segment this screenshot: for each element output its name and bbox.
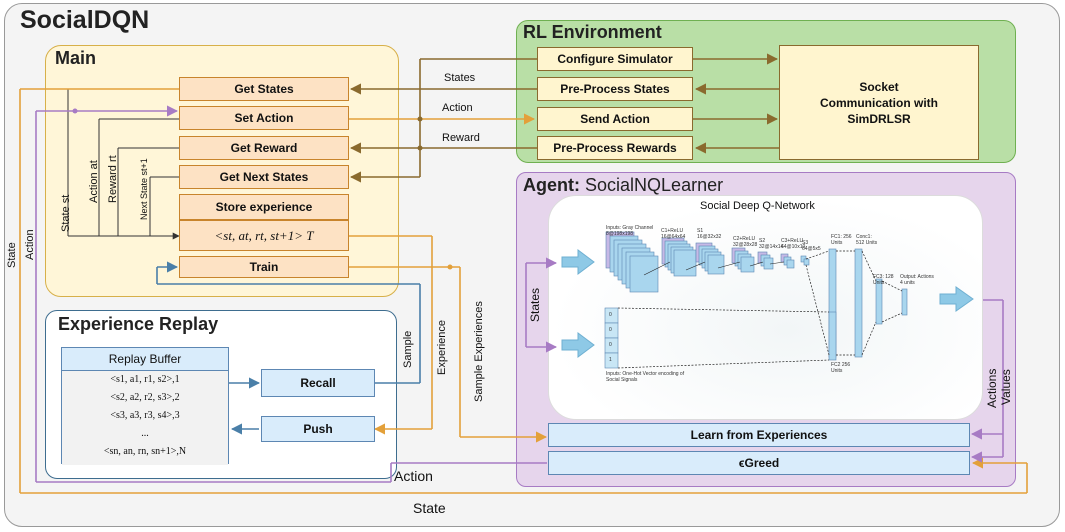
- get-reward-box: Get Reward: [179, 136, 349, 160]
- values-edge-label: Values: [999, 369, 1013, 405]
- next-state-label: Next State st+1: [139, 158, 149, 220]
- net-input-label: Inputs: Gray Channel 8@198x198: [606, 225, 654, 237]
- experience-edge-label: Experience: [436, 319, 448, 375]
- get-next-states-box: Get Next States: [179, 165, 349, 189]
- network-title: Social Deep Q-Network: [700, 200, 815, 212]
- preprocess-states-box: Pre-Process States: [537, 77, 693, 101]
- learn-from-experiences-box: Learn from Experiences: [548, 423, 970, 447]
- egreed-box: ϵGreed: [548, 451, 970, 475]
- net-fc3-label: FC3: 128 Units: [873, 274, 894, 286]
- agent-title-bold: Agent:: [523, 175, 580, 195]
- net-fc1-label: FC1: 256 Units: [831, 234, 852, 246]
- net-conc-label: Conc1: 512 Units: [856, 234, 878, 246]
- action-edge-label: Action: [442, 102, 473, 114]
- experience-tuple: <st, at, rt, st+1> T: [214, 227, 314, 243]
- bottom-state-label: State: [413, 500, 446, 516]
- net-s1-label: S1 16@32x32: [697, 228, 722, 240]
- set-action-box: Set Action: [179, 106, 349, 130]
- agent-title: Agent: SocialNQLearner: [523, 175, 723, 196]
- main-title: Main: [55, 48, 97, 68]
- send-action-box: Send Action: [537, 107, 693, 131]
- recall-box: Recall: [261, 369, 375, 397]
- onehot-value: 0: [609, 327, 612, 333]
- onehot-value: 1: [609, 357, 612, 363]
- onehot-value: 0: [609, 342, 612, 348]
- rl-env-title: RL Environment: [523, 22, 662, 42]
- reward-label: Reward rt: [107, 155, 119, 203]
- net-c2-label: C2+ReLU 32@28x28: [733, 236, 758, 248]
- get-states-box: Get States: [179, 77, 349, 101]
- reward-edge-label: Reward: [442, 132, 480, 144]
- replay-title: Experience Replay: [58, 314, 219, 334]
- left-state-label: State: [6, 242, 18, 268]
- buffer-row: <sn, an, rn, sn+1>,N: [103, 446, 187, 457]
- push-box: Push: [261, 416, 375, 442]
- buffer-row: <s1, a1, r1, s2>,1: [110, 374, 180, 385]
- left-action-label: Action: [24, 229, 36, 260]
- buffer-row: <s2, a2, r2, s3>,2: [110, 392, 180, 403]
- net-c1-label: C1+ReLU 16@64x64: [661, 228, 686, 240]
- sample-experiences-edge-label: Sample Experiences: [473, 301, 485, 402]
- replay-buffer-title: Replay Buffer: [62, 348, 228, 371]
- diagram-title: SocialDQN: [20, 6, 150, 34]
- agent-states-edge-label: States: [528, 287, 542, 322]
- actions-edge-label: Actions: [985, 368, 999, 408]
- net-s2-label: S2 32@14x14: [759, 238, 784, 250]
- action-label: Action at: [88, 160, 100, 203]
- net-s3-label: S3 64@5x5: [802, 240, 821, 252]
- onehot-value: 0: [609, 312, 612, 318]
- net-fc2-label: FC2 256 Units: [831, 362, 851, 374]
- buffer-row: ...: [141, 428, 149, 439]
- net-c3-label: C3+ReLU 64@10x10: [781, 238, 806, 250]
- bottom-action-label: Action: [394, 468, 433, 484]
- socket-box: Socket Communication with SimDRLSR: [779, 45, 979, 160]
- net-output-label: Output: Actions 4 units: [900, 274, 934, 286]
- experience-tuple-box: <st, at, rt, st+1> T: [179, 220, 349, 251]
- agent-title-rest: SocialNQLearner: [585, 175, 724, 195]
- net-onehot-label: Inputs: One-Hot Vector encoding of Socia…: [606, 371, 685, 383]
- replay-buffer: Replay Buffer <s1, a1, r1, s2>,1 <s2, a2…: [61, 347, 229, 465]
- train-box: Train: [179, 256, 349, 278]
- buffer-row: <s3, a3, r3, s4>,3: [110, 410, 180, 421]
- store-experience-box: Store experience: [179, 194, 349, 220]
- preprocess-rewards-box: Pre-Process Rewards: [537, 136, 693, 160]
- states-edge-label: States: [444, 72, 476, 84]
- configure-simulator-box: Configure Simulator: [537, 47, 693, 71]
- state-label: State st: [60, 194, 72, 232]
- sample-edge-label: Sample: [402, 330, 414, 368]
